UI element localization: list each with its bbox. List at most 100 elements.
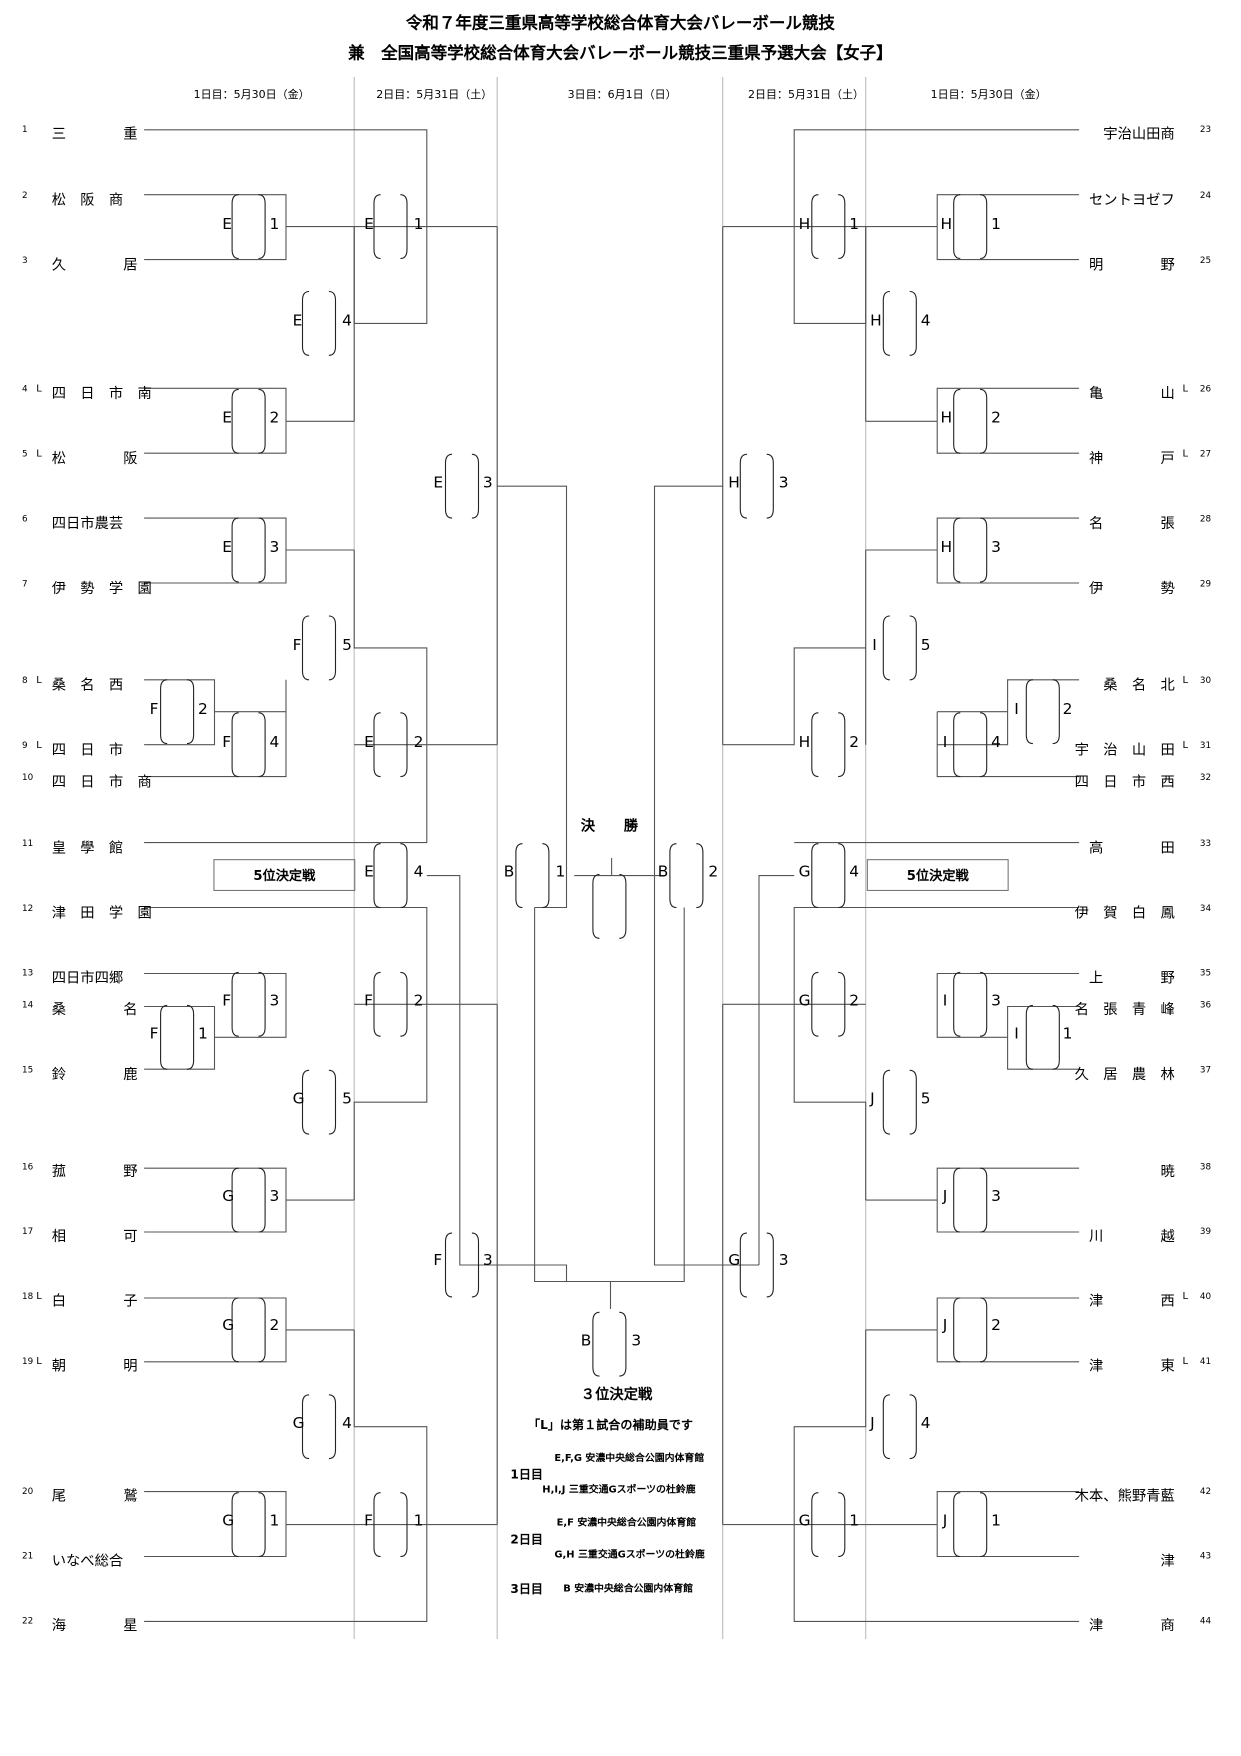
match-paren-left [444,1232,453,1298]
match-number: 2 [413,992,424,1010]
day1-venue-a: E,F,G 安濃中央総合公園内体育館 [554,1453,705,1465]
bracket-line [936,972,1080,1038]
l-mark: L [1182,383,1188,395]
match-number: 5 [342,636,352,655]
match-number: 3 [778,474,789,492]
match-court: E [364,215,374,234]
bracket-line [144,550,428,844]
match-court: J [942,1188,948,1206]
bracket-line [144,906,428,1201]
match-paren-right [980,194,988,260]
match-paren-right [980,712,988,778]
team-name: 四日市農芸 [51,515,124,533]
match-paren-right [980,1297,988,1363]
seed-number: 17 [22,1226,34,1237]
team-name: 名 張 [1088,515,1175,533]
match-paren-right [186,1004,195,1070]
match-paren-left [231,971,239,1037]
l-mark: L [36,675,42,687]
team-name: 宇治山田商 [1103,126,1175,144]
match-court: E [222,409,232,427]
match-paren-right [1052,1004,1060,1070]
match-number: 1 [413,215,424,234]
team-name: 久 居 [51,257,138,274]
match-court: F [149,1025,159,1043]
match-paren-right [1052,679,1060,745]
match-court: G [798,863,811,882]
team-name: 桑 名 北 [1103,677,1175,695]
team-name: 久 居 農 林 [1074,1067,1175,1084]
match-number: 2 [991,409,1001,427]
match-number: 4 [920,1414,931,1433]
title-line2: 兼 全国高等学校総合体育大会バレーボール競技三重県予選大会【女子】 [348,42,893,63]
team-name: 伊 賀 白 鳳 [1074,905,1175,922]
match-court: G [222,1316,235,1335]
match-number: 3 [269,1188,280,1206]
match-court: G [798,992,811,1010]
team-name: 暁 [1160,1163,1175,1181]
match-paren-right [328,1394,337,1460]
seed-number: 11 [22,838,34,849]
match-paren-left [1025,1004,1033,1070]
bracket-line [144,679,287,778]
match-number: 2 [269,409,280,427]
seed-number: 14 [22,999,34,1010]
team-name: 四 日 市 南 [51,386,152,403]
match-court: I [1014,1025,1019,1043]
match-paren-right [258,971,266,1037]
match-number: 4 [342,1414,352,1433]
day-header-right-1: 1日目：5月30日（金） [930,89,1047,102]
seed-number: 25 [1199,255,1212,266]
team-name: 四 日 市 西 [1074,774,1175,791]
match-paren-right [838,971,846,1037]
match-court: F [222,992,232,1010]
fifth-place-label-right: 5位決定戦 [866,859,1009,891]
seed-number: 43 [1199,1551,1212,1561]
match-number: 3 [991,1188,1001,1206]
bracket-line [936,194,1080,261]
match-paren-right [328,615,337,681]
seed-number: 2 [22,190,28,201]
day1-venue-b: H,I,J 三重交通Gスポーツの杜鈴鹿 [542,1485,696,1496]
match-court: B [657,863,669,882]
match-court: J [942,1316,948,1335]
match-paren-left [953,194,961,260]
match-number: 1 [1062,1025,1073,1043]
bracket-line [534,907,611,1283]
team-name: 四 日 市 商 [51,774,152,791]
day-header-center-3: 3日目：6月1日（日） [567,89,677,102]
match-number: 5 [342,1090,352,1108]
day2-venue-a: E,F 安濃中央総合公園内体育館 [556,1518,697,1529]
match-paren-right [980,1167,988,1233]
seed-number: 10 [22,772,34,783]
match-paren-left [882,290,890,356]
match-court: B [503,863,515,882]
match-paren-left [231,194,239,260]
match-number: 2 [991,1316,1001,1335]
seed-number: 19 [22,1356,34,1367]
match-number: 4 [269,733,280,752]
day1-label: 1日目 [510,1467,544,1482]
match-court: E [222,539,232,557]
seed-number: 30 [1199,675,1212,686]
match-court: J [942,1512,948,1531]
match-paren-right [328,290,337,356]
team-name: 朝 明 [51,1358,138,1376]
match-paren-right [400,712,408,778]
seed-number: 12 [22,903,34,913]
bracket-line [722,129,1080,324]
match-paren-left [160,1004,168,1070]
l-mark: L [1182,448,1188,460]
seed-number: 38 [1199,1161,1212,1172]
match-number: 3 [991,539,1001,557]
match-court: E [364,863,374,882]
match-paren-left [953,517,961,583]
seed-number: 41 [1199,1356,1212,1367]
seed-number: 34 [1199,903,1212,913]
fifth-place-text: 5位決定戦 [253,867,316,884]
match-paren-right [980,1492,988,1558]
team-name: 津 田 学 園 [51,905,152,922]
match-paren-right [909,1394,917,1460]
